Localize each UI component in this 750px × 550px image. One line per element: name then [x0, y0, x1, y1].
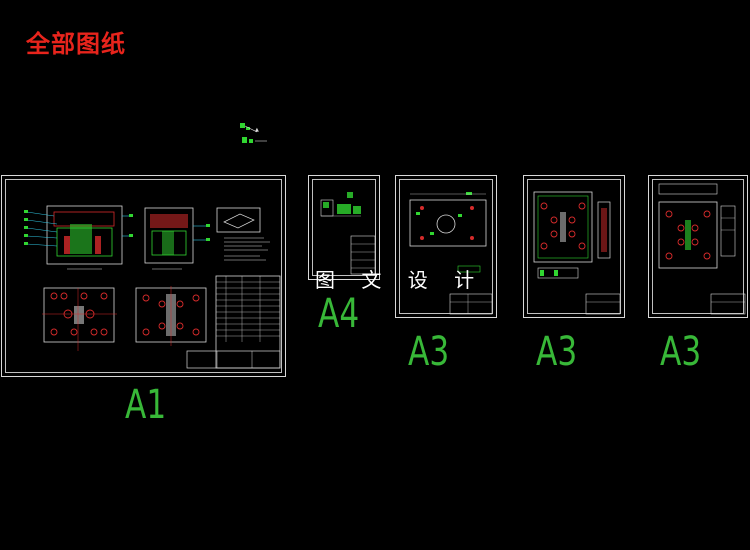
drawing-sheet-a3-3[interactable]: [648, 175, 748, 318]
sheet-border: [652, 179, 744, 314]
sheet-border: [5, 179, 282, 373]
a3-3-drawing: [658, 183, 746, 315]
sheet-size-label-a3-3: A3: [660, 329, 702, 375]
svg-text:▲: ▲: [255, 127, 259, 133]
drawing-sheet-a1[interactable]: [1, 175, 286, 377]
a3-1-drawing: [409, 192, 493, 315]
sheet-size-label-a3-2: A3: [536, 329, 578, 375]
page-title: 全部图纸: [26, 30, 126, 58]
sheet-border: [312, 179, 376, 276]
drawing-sheet-a3-2[interactable]: [523, 175, 625, 318]
watermark-text: 图 文 设 计: [315, 268, 485, 292]
preview-thumbnail[interactable]: ▲: [233, 118, 273, 150]
drawing-sheet-a4[interactable]: [308, 175, 380, 280]
a4-drawing: [320, 192, 376, 275]
sheet-size-label-a4: A4: [318, 291, 360, 337]
a3-2-drawing: [533, 191, 621, 315]
sheet-size-label-a3-1: A3: [408, 329, 450, 375]
sheet-border: [399, 179, 493, 314]
a1-drawing: [24, 205, 281, 369]
drawing-sheet-a3-1[interactable]: [395, 175, 497, 318]
sheet-size-label-a1: A1: [125, 382, 167, 428]
sheet-border: [527, 179, 621, 314]
